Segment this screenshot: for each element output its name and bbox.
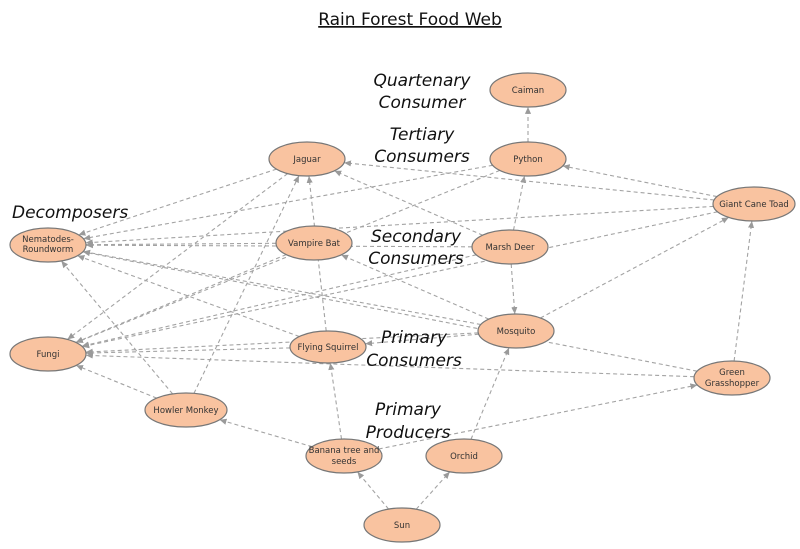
edge-sun-to-orchid (415, 471, 451, 510)
edge-banana-to-grasshopper (378, 383, 698, 450)
node-python: Python (489, 141, 567, 177)
edge-toad-to-fungi (82, 211, 718, 349)
edge-vampire_bat-to-nematodes (85, 241, 277, 248)
node-sun-label: Sun (394, 521, 410, 531)
edge-marsh_deer-to-python (512, 175, 527, 231)
node-fungi: Fungi (9, 336, 87, 372)
edge-mosquito-to-nematodes (83, 249, 481, 326)
edge-mosquito-to-fungi (85, 332, 479, 355)
level-label-producers-line2: Producers (366, 423, 451, 443)
node-banana-label-line2: seeds (332, 457, 357, 467)
edge-flying_squirrel-to-fungi (85, 347, 291, 357)
edge-python-to-fungi (75, 169, 501, 344)
node-howler-monkey-label: Howler Monkey (153, 406, 218, 416)
edge-howler_monkey-to-jaguar (193, 175, 300, 394)
node-green-grasshopper: Green Grasshopper (693, 360, 771, 396)
edge-marsh_deer-to-fungi (81, 254, 477, 348)
node-nematodes-label-line2: Roundworm (23, 245, 74, 255)
node-flying-squirrel: Flying Squirrel (289, 330, 367, 364)
edge-banana-to-flying_squirrel (328, 362, 343, 440)
edge-sun-to-banana (356, 471, 390, 510)
node-mosquito: Mosquito (477, 313, 555, 349)
node-banana-tree: Banana tree and seeds (305, 438, 383, 474)
level-label-secondary-line2: Consumers (368, 249, 464, 269)
node-python-label: Python (513, 155, 542, 165)
edge-marsh_deer-to-nematodes (85, 242, 473, 249)
edge-vampire_bat-to-fungi (75, 254, 287, 343)
node-howler-monkey: Howler Monkey (144, 392, 228, 428)
node-nematodes-roundworm: Nematodes- Roundworm (9, 227, 87, 263)
node-fungi-label: Fungi (37, 350, 60, 360)
node-marsh-deer-label: Marsh Deer (485, 243, 535, 253)
edge-jaguar-to-fungi (67, 173, 288, 340)
node-mosquito-label: Mosquito (497, 327, 536, 337)
edges-layer (60, 107, 755, 510)
node-banana-label-line1: Banana tree and (309, 446, 380, 456)
level-label-secondary-line1: Secondary (371, 227, 462, 247)
diagram-title: Rain Forest Food Web (318, 10, 502, 30)
edge-orchid-to-mosquito (470, 347, 510, 440)
level-label-primary-consumers-line1: Primary (381, 328, 448, 348)
node-jaguar: Jaguar (268, 141, 346, 177)
node-giant-cane-toad-label: Giant Cane Toad (719, 200, 789, 210)
node-jaguar-label: Jaguar (292, 155, 321, 165)
edge-howler_monkey-to-fungi (75, 364, 157, 399)
node-nematodes-label-line1: Nematodes- (22, 235, 74, 245)
node-grasshopper-label-line2: Grasshopper (705, 379, 760, 389)
edge-mosquito-to-toad (540, 216, 730, 319)
edge-mosquito-to-flying_squirrel (365, 333, 479, 347)
level-label-producers-line1: Primary (375, 400, 442, 420)
edge-marsh_deer-to-jaguar (334, 170, 483, 236)
node-vampire-bat-label: Vampire Bat (288, 239, 341, 249)
level-label-tertiary-line1: Tertiary (390, 125, 456, 145)
node-caiman-label: Caiman (512, 86, 544, 96)
level-label-tertiary-line2: Consumers (374, 147, 470, 167)
node-vampire-bat: Vampire Bat (275, 225, 353, 261)
edge-jaguar-to-nematodes (78, 168, 277, 236)
node-marsh-deer: Marsh Deer (471, 229, 549, 265)
edge-toad-to-jaguar (344, 160, 715, 201)
edge-grasshopper-to-nematodes (82, 250, 698, 372)
level-label-quaternary-line2: Consumer (379, 93, 467, 113)
node-flying-squirrel-label: Flying Squirrel (298, 343, 359, 353)
node-sun: Sun (363, 507, 441, 543)
node-giant-cane-toad: Giant Cane Toad (712, 186, 796, 222)
edge-howler_monkey-to-nematodes (60, 260, 174, 395)
node-grasshopper-label-line1: Green (719, 368, 745, 378)
edge-banana-to-howler_monkey (219, 418, 313, 448)
edge-python-to-nematodes (83, 164, 493, 241)
node-orchid-label: Orchid (450, 452, 478, 462)
level-label-quaternary-line1: Quartenary (374, 71, 472, 91)
edge-flying_squirrel-to-nematodes (77, 255, 300, 338)
edge-marsh_deer-to-mosquito (510, 263, 518, 315)
node-orchid: Orchid (425, 438, 503, 474)
level-label-decomposers: Decomposers (12, 203, 128, 223)
edge-grasshopper-to-fungi (85, 352, 695, 378)
edge-grasshopper-to-toad (733, 220, 755, 362)
edge-mosquito-to-vampire_bat (340, 254, 490, 320)
level-label-primary-consumers-line2: Consumers (366, 351, 462, 371)
edge-toad-to-python (562, 164, 718, 198)
node-caiman: Caiman (489, 72, 567, 108)
